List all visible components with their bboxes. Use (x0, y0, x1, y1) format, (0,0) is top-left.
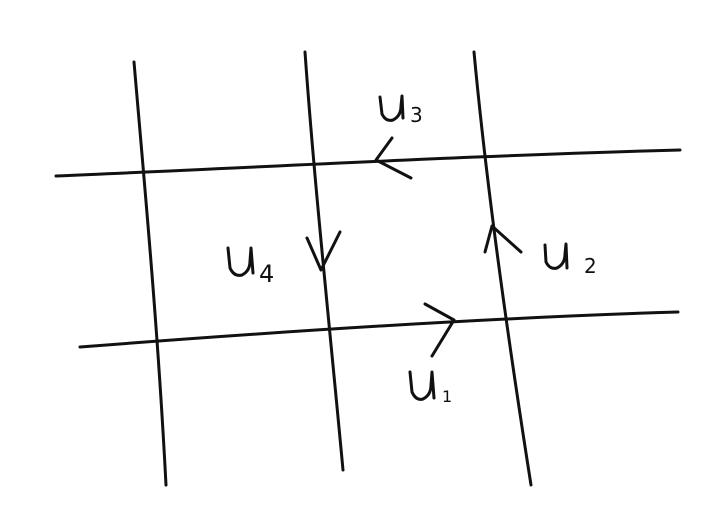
label-u3: 3 (378, 94, 423, 127)
label-u2: 2 (543, 242, 597, 278)
horizontal-line-top (54, 148, 682, 178)
u1-subscript: 1 (442, 387, 452, 406)
u3-subscript: 3 (410, 103, 423, 127)
arrow-u2-up (483, 224, 523, 254)
u4-glyph (226, 246, 255, 277)
u3-glyph (378, 94, 405, 122)
arrow-u1-right (423, 302, 456, 358)
horizontal-line-bottom (78, 310, 680, 349)
label-u4: 4 (226, 246, 274, 288)
arrow-u4-down (305, 230, 342, 272)
u2-subscript: 2 (584, 254, 597, 278)
vertical-line-right (472, 50, 533, 487)
label-u1: 1 (408, 370, 452, 406)
vertical-line-left (132, 60, 168, 487)
vertical-line-middle (303, 50, 345, 472)
u2-glyph (543, 242, 569, 270)
arrow-u3-left (374, 136, 413, 180)
u4-subscript: 4 (259, 260, 274, 288)
u1-glyph (408, 370, 436, 401)
